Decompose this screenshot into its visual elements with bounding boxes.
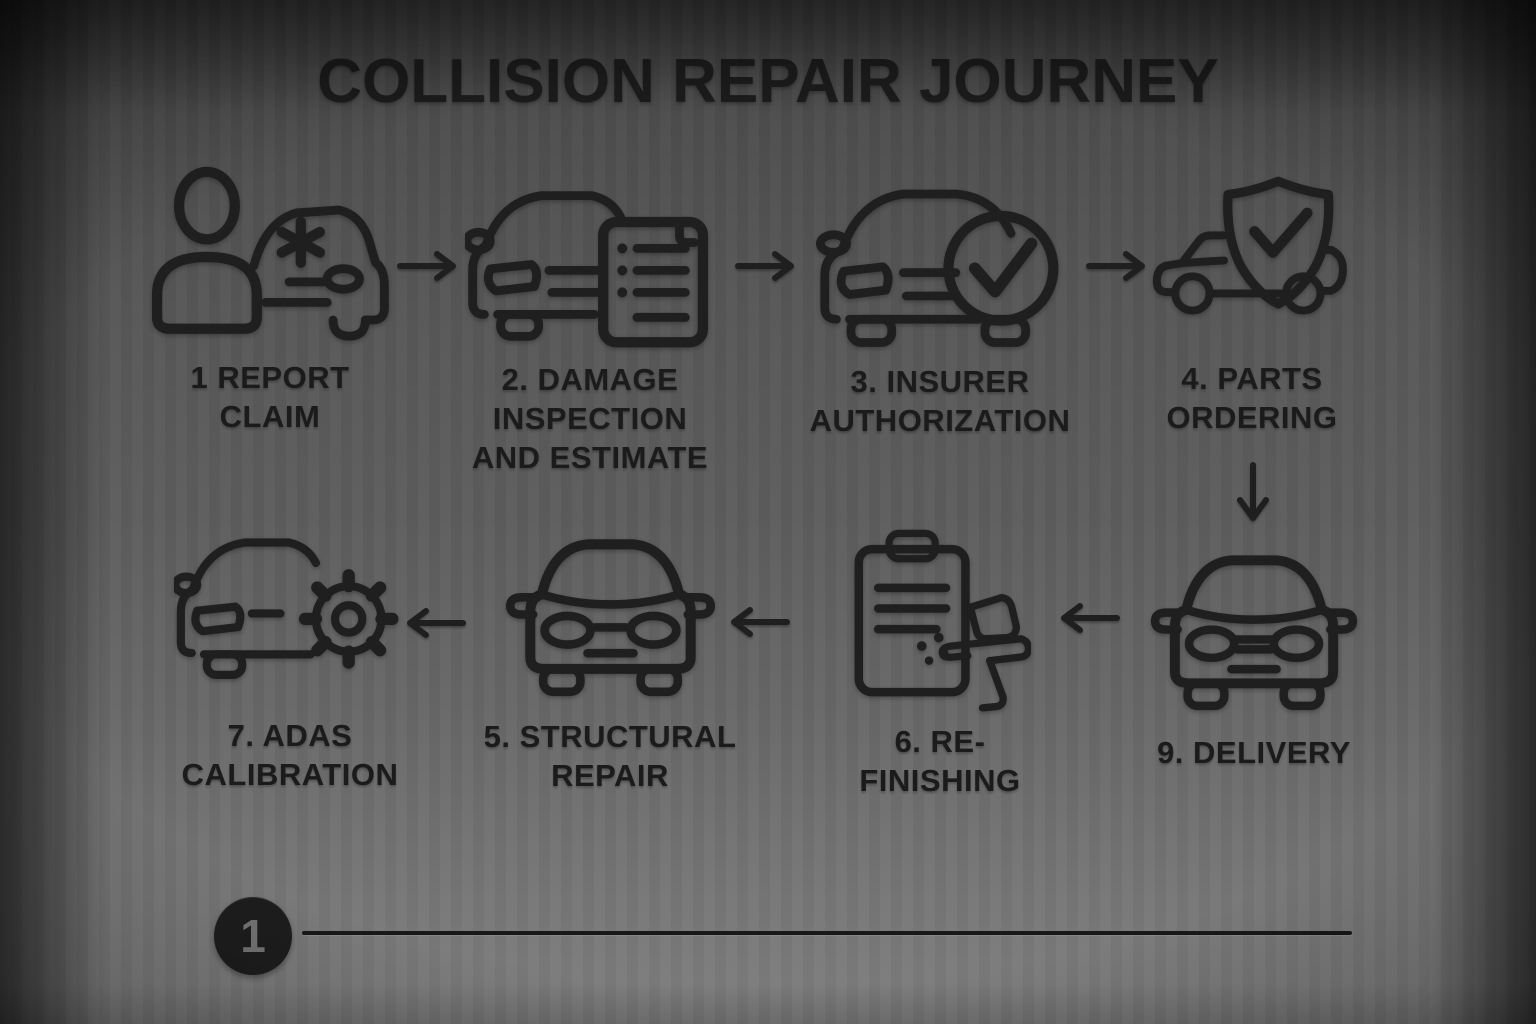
car-gear-icon xyxy=(174,538,399,679)
shield-check-car-icon xyxy=(1152,176,1347,315)
step-structural-repair: 5. STRUCTURAL REPAIR xyxy=(462,530,758,795)
step-label-delivery: 9. DELIVERY xyxy=(1157,735,1351,770)
step-label-report-claim: 1 REPORT CLAIM xyxy=(190,360,350,434)
car-front-icon xyxy=(1150,555,1358,711)
car-checklist-icon xyxy=(465,191,709,348)
page-number-badge: 1 xyxy=(214,897,292,975)
step-label-damage-inspection: 2. DAMAGE INSPECTION AND ESTIMATE xyxy=(471,362,709,475)
step-damage-inspection: 2. DAMAGE INSPECTION AND ESTIMATE xyxy=(448,178,732,477)
person-car-crash-icon xyxy=(151,166,389,341)
step-label-insurer-authorization: 3. INSURER AUTHORIZATION xyxy=(809,364,1071,438)
arrow-left-icon xyxy=(1056,598,1122,643)
arrow-right-icon xyxy=(1084,246,1150,291)
step-adas-calibration: 7. ADAS CALIBRATION xyxy=(148,526,432,794)
arrow-left-icon xyxy=(726,602,792,647)
step-label-adas-calibration: 7. ADAS CALIBRATION xyxy=(181,718,399,792)
arrow-right-icon xyxy=(733,246,799,291)
step-label-refinishing: 6. RE- FINISHING xyxy=(859,724,1021,798)
step-delivery: 9. DELIVERY xyxy=(1130,546,1378,772)
clipboard-spray-gun-icon xyxy=(854,529,1031,712)
step-label-structural-repair: 5. STRUCTURAL REPAIR xyxy=(483,719,737,793)
step-report-claim: 1 REPORT CLAIM xyxy=(132,166,408,436)
step-label-parts-ordering: 4. PARTS ORDERING xyxy=(1166,361,1338,435)
arrow-down-icon xyxy=(1233,460,1273,535)
step-parts-ordering: 4. PARTS ORDERING xyxy=(1140,172,1364,437)
step-insurer-authorization: 3. INSURER AUTHORIZATION xyxy=(782,178,1098,440)
page-divider-line xyxy=(302,931,1352,935)
step-refinishing: 6. RE- FINISHING xyxy=(838,520,1042,800)
car-front-icon xyxy=(505,539,715,697)
page-number: 1 xyxy=(240,910,266,962)
page-title: COLLISION REPAIR JOURNEY xyxy=(317,47,1219,116)
arrow-left-icon xyxy=(402,603,468,648)
arrow-right-icon xyxy=(395,246,461,291)
car-approved-check-icon xyxy=(815,189,1058,347)
